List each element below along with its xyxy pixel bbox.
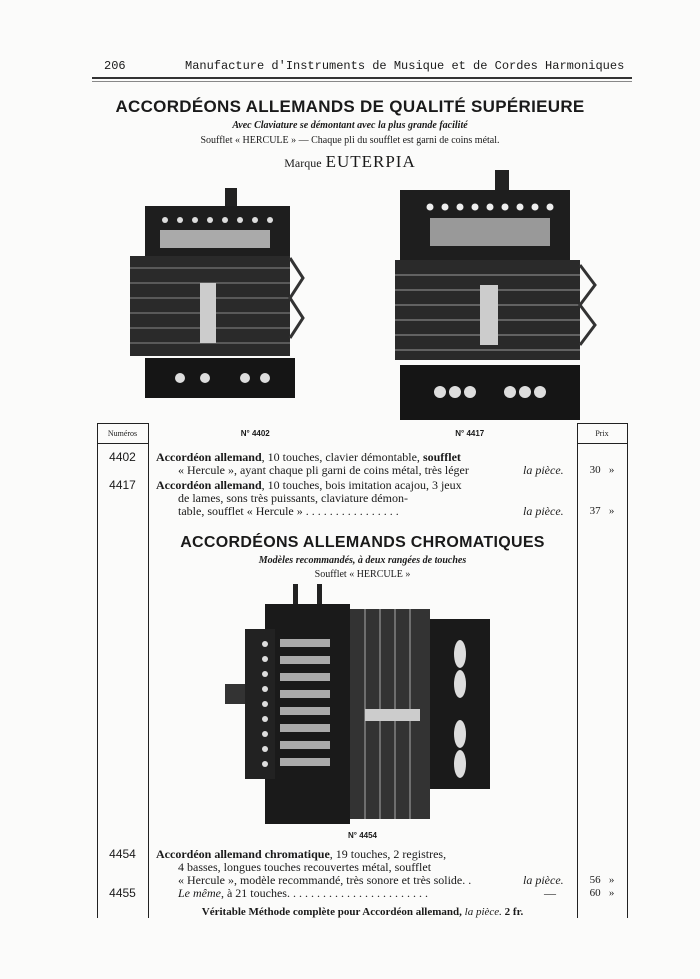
- section2-bellows-note: Soufflet « HERCULE »: [314, 569, 411, 580]
- price-table: Numéros N° 4402 N° 4417 Prix 4402 Accord…: [97, 423, 627, 919]
- section2-heading: ACCORDÉONS ALLEMANDS CHROMATIQUES Modèle…: [148, 534, 577, 580]
- desc-line: table, soufflet « Hercule » . . . . . . …: [178, 504, 399, 518]
- price-suffix: »: [608, 874, 615, 886]
- item-name: Accordéon allemand: [156, 450, 262, 464]
- method-note: Véritable Méthode complète pour Accordéo…: [148, 906, 577, 918]
- method-note-price: 2 fr.: [504, 906, 524, 918]
- brand-prefix: Marque: [284, 156, 322, 170]
- section-subtitle: Avec Claviature se démontant avec la plu…: [232, 120, 468, 131]
- item-price: 30 »: [577, 464, 627, 477]
- item-description-4417: Accordéon allemand, 10 touches, bois imi…: [156, 479, 519, 518]
- accordion-4454-figure: [148, 584, 577, 829]
- price-value: 37: [589, 505, 601, 517]
- accordion-4417-illustration: [395, 170, 597, 420]
- desc-line: de lames, sons très puissants, claviatur…: [178, 491, 408, 505]
- price-value: 30: [589, 464, 601, 476]
- method-note-unit: la pièce.: [464, 906, 502, 918]
- table-right-border: [627, 423, 628, 918]
- table-row-4417: 4417 Accordéon allemand, 10 touches, boi…: [97, 479, 627, 518]
- desc-line: « Hercule », modèle recommandé, très son…: [178, 873, 472, 887]
- table-row-4455: 4455 Le même, à 21 touches. . . . . . . …: [97, 887, 627, 900]
- item-description-4455: Le même, à 21 touches. . . . . . . . . .…: [156, 887, 519, 900]
- desc-line: , 10 touches, clavier démontable,: [261, 450, 423, 464]
- method-note-text: Véritable Méthode complète pour Accordéo…: [201, 906, 462, 918]
- item-name: Le même: [178, 886, 221, 900]
- unit-label: la pièce.: [523, 463, 564, 477]
- price-value: 56: [589, 874, 601, 886]
- brand-line: Marque EUTERPIA: [0, 152, 700, 172]
- item-price: 56 »: [577, 874, 627, 887]
- item-number: 4417: [109, 478, 136, 492]
- price-column-divider: [577, 423, 578, 918]
- price-value: 60: [589, 887, 601, 899]
- unit-label: —: [544, 886, 556, 900]
- table-left-border: [97, 423, 98, 918]
- desc-line: , 19 touches, 2 registres,: [329, 847, 447, 861]
- item-description-4454: Accordéon allemand chromatique, 19 touch…: [156, 848, 519, 887]
- desc-line: « Hercule », ayant chaque pli garni de c…: [178, 463, 469, 477]
- unit-label: la pièce.: [523, 873, 564, 887]
- item-price: 37 »: [577, 505, 627, 518]
- header-rule-right: [577, 443, 627, 444]
- table-top-rule-right: [577, 423, 627, 424]
- section2-title: ACCORDÉONS ALLEMANDS CHROMATIQUES: [180, 534, 545, 551]
- table-top-rule-left: [97, 423, 148, 424]
- caption-4454: N° 4454: [348, 831, 377, 840]
- section-title: ACCORDÉONS ALLEMANDS DE QUALITÉ SUPÉRIEU…: [115, 97, 585, 116]
- price-column-header: Prix: [595, 428, 609, 438]
- item-name: Accordéon allemand chromatique: [156, 847, 330, 861]
- accordion-4454-illustration: [225, 584, 490, 824]
- running-title: Manufacture d'Instruments de Musique et …: [185, 59, 625, 73]
- item-number: 4454: [109, 847, 136, 861]
- item-number: 4402: [109, 450, 136, 464]
- price-suffix: »: [608, 464, 615, 476]
- brand-name: EUTERPIA: [325, 152, 416, 171]
- section2-subtitle: Modèles recommandés, à deux rangées de t…: [258, 555, 467, 566]
- page-number: 206: [104, 59, 126, 73]
- item-name: Accordéon allemand: [156, 478, 262, 492]
- unit-label: la pièce.: [523, 504, 564, 518]
- item-number: 4455: [109, 886, 136, 900]
- desc-bold: soufflet: [422, 450, 461, 464]
- caption-4402: N° 4402: [240, 428, 270, 438]
- desc-line: 4 basses, longues touches recouvertes mé…: [178, 860, 432, 874]
- header-rule: [92, 77, 632, 79]
- price-suffix: »: [608, 887, 615, 899]
- numbers-column-divider: [148, 423, 149, 918]
- table-header: Numéros N° 4402 N° 4417 Prix: [97, 423, 627, 443]
- header-rule-left: [97, 443, 148, 444]
- desc-line: , à 21 touches. . . . . . . . . . . . . …: [220, 886, 428, 900]
- item-price: 60 »: [577, 887, 627, 900]
- header-rule-thin: [92, 81, 632, 82]
- image-captions: N° 4402 N° 4417: [148, 429, 577, 438]
- item-description-4402: Accordéon allemand, 10 touches, clavier …: [156, 451, 519, 477]
- bellows-note: Soufflet « HERCULE » — Chaque pli du sou…: [200, 135, 500, 146]
- price-suffix: »: [608, 505, 615, 517]
- accordion-4402-illustration: [130, 188, 305, 398]
- numbers-column-header: Numéros: [107, 428, 138, 438]
- table-row-4402: 4402 Accordéon allemand, 10 touches, cla…: [97, 451, 627, 477]
- caption-4417: N° 4417: [455, 428, 485, 438]
- table-row-4454: 4454 Accordéon allemand chromatique, 19 …: [97, 848, 627, 887]
- desc-line: , 10 touches, bois imitation acajou, 3 j…: [261, 478, 462, 492]
